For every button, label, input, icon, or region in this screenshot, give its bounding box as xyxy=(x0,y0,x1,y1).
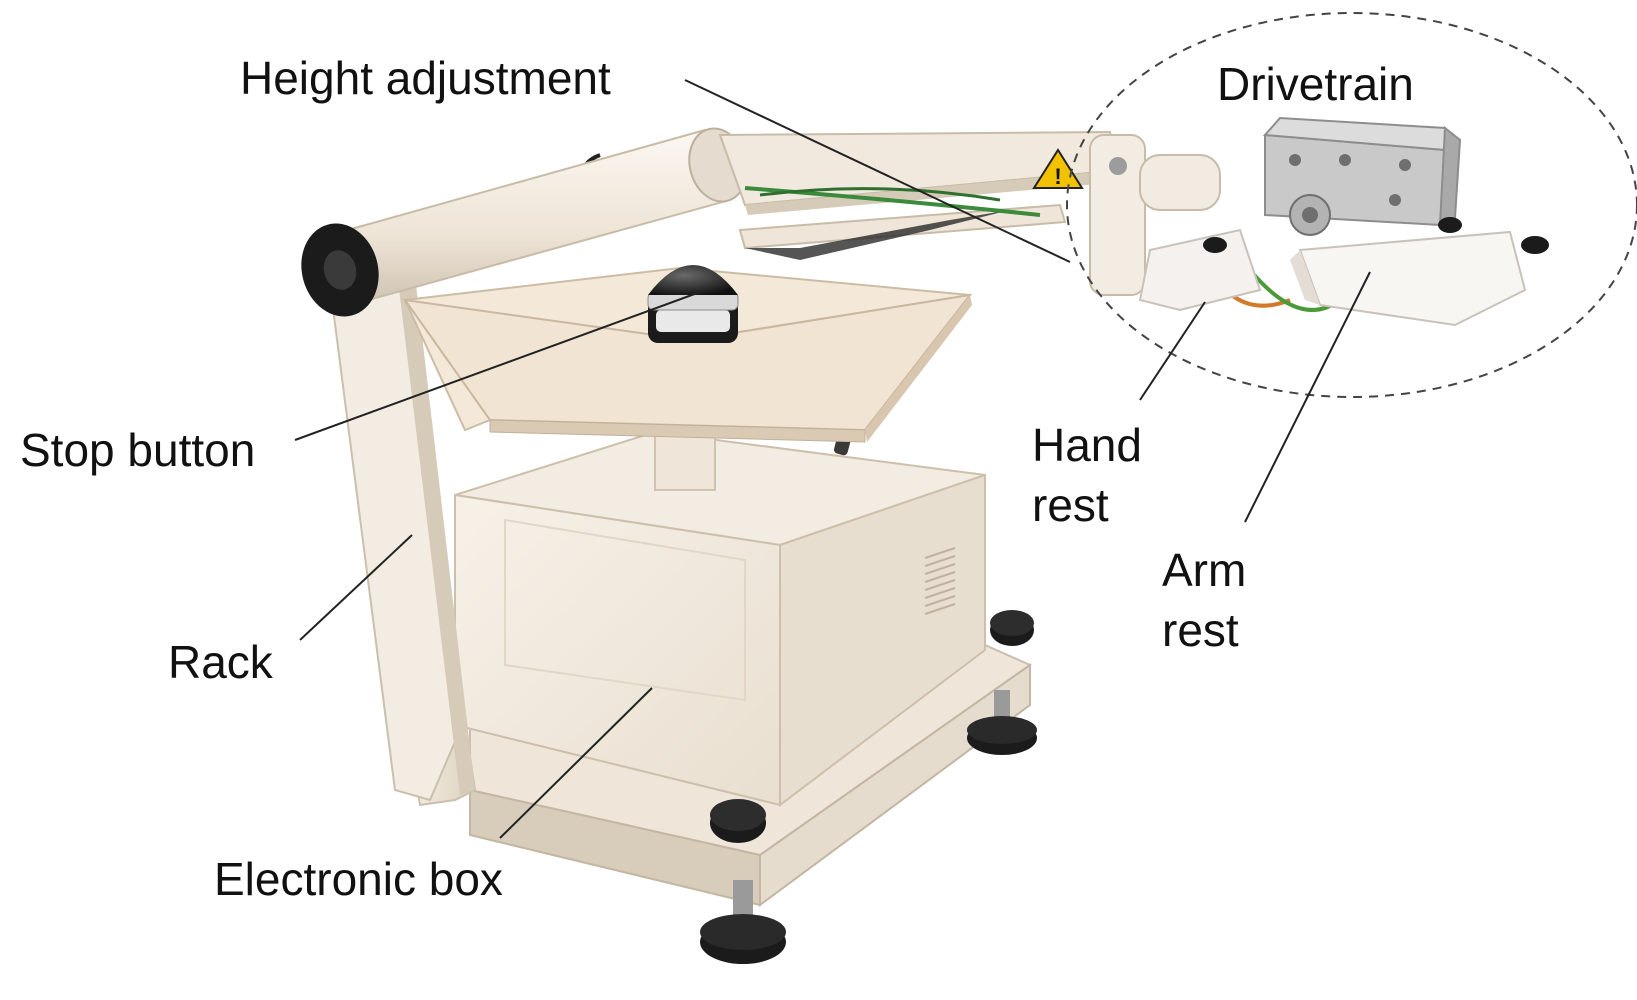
hand-rest xyxy=(1138,228,1262,312)
rack xyxy=(328,250,477,807)
label-hand-rest: Hand rest xyxy=(1032,415,1142,535)
drivetrain-outline xyxy=(1066,12,1637,398)
label-height-adjustment-text: Height adjustment xyxy=(240,52,611,104)
leader-arm-rest xyxy=(1244,271,1371,523)
arm-rest xyxy=(1290,217,1549,327)
warning-icon: ! xyxy=(1032,148,1084,189)
label-stop-button: Stop button xyxy=(20,420,255,480)
leader-height-adjustment xyxy=(684,79,1071,263)
foot-top-right xyxy=(990,610,1034,646)
label-rack-text: Rack xyxy=(168,636,273,688)
label-arm-rest-line-2: rest xyxy=(1162,604,1239,656)
foot-front xyxy=(700,880,786,964)
arm-linkage: ! xyxy=(718,130,1221,296)
foot-back-right xyxy=(967,690,1037,755)
leader-lines xyxy=(294,79,1371,839)
leader-stop-button xyxy=(294,291,701,441)
leader-electronic-box xyxy=(499,687,653,839)
leader-hand-rest xyxy=(1139,301,1206,401)
foot-top-left xyxy=(710,799,766,843)
label-electronic-box-text: Electronic box xyxy=(214,853,503,905)
electronic-box xyxy=(454,430,986,808)
label-arm-rest: Arm rest xyxy=(1162,540,1246,660)
label-stop-button-text: Stop button xyxy=(20,424,256,476)
warning-icon-glyph: ! xyxy=(1054,164,1061,189)
label-drivetrain: Drivetrain xyxy=(1217,54,1414,114)
label-height-adjustment: Height adjustment xyxy=(240,48,611,108)
label-drivetrain-text: Drivetrain xyxy=(1217,58,1414,110)
label-electronic-box: Electronic box xyxy=(214,849,503,909)
leader-rack xyxy=(299,534,413,641)
drivetrain-assembly xyxy=(1208,116,1462,312)
label-hand-rest-line-2: rest xyxy=(1032,479,1109,531)
stop-button-device xyxy=(580,153,739,343)
top-tube xyxy=(301,127,748,317)
label-arm-rest-line-1: Arm xyxy=(1162,544,1247,596)
label-rack: Rack xyxy=(168,632,273,692)
label-hand-rest-line-1: Hand xyxy=(1032,419,1142,471)
leveling-feet xyxy=(700,610,1037,964)
tray xyxy=(402,266,973,443)
vent-grille xyxy=(924,547,956,615)
